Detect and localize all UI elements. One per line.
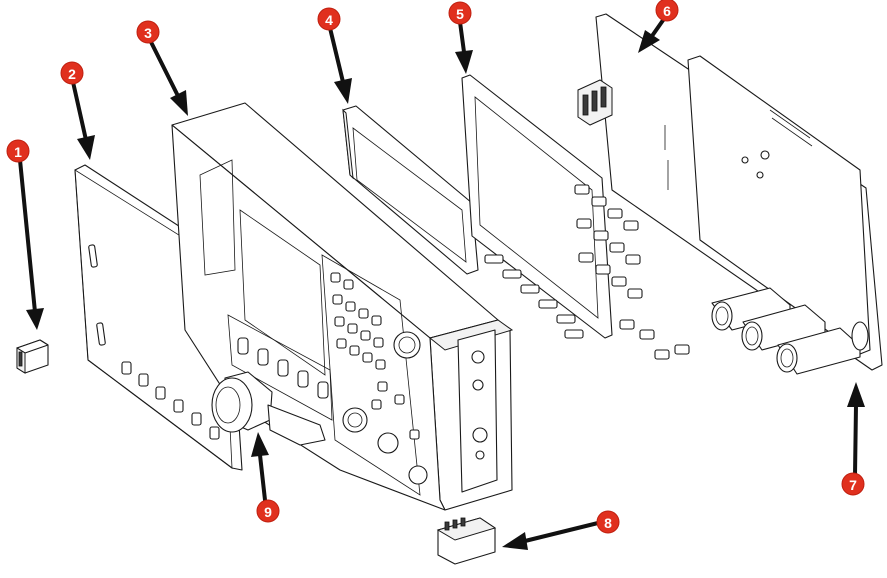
arrow-2 <box>71 80 88 142</box>
part-1-cap <box>16 339 49 374</box>
callout-1: 1 <box>6 139 30 163</box>
callout-6: 6 <box>655 0 679 22</box>
callout-8: 8 <box>596 510 620 534</box>
arrow-9 <box>258 453 267 502</box>
bnc-connectors <box>711 287 869 375</box>
svg-text:4: 4 <box>325 12 333 28</box>
callout-2: 2 <box>60 61 84 85</box>
part-4-display-panel <box>342 105 479 275</box>
arrow-7 <box>853 403 858 477</box>
callout-5: 5 <box>448 1 472 25</box>
svg-text:7: 7 <box>849 477 857 493</box>
arrow-4 <box>328 26 345 84</box>
part-5-keypad-frame <box>461 74 690 360</box>
arrow-8 <box>523 521 600 543</box>
callout-7: 7 <box>841 472 865 496</box>
part-8-foot <box>436 517 497 565</box>
part-6-circuit-board <box>577 13 883 375</box>
callout-3: 3 <box>136 20 160 44</box>
svg-text:2: 2 <box>68 66 76 82</box>
callout-4: 4 <box>317 7 341 31</box>
arrow-3 <box>148 38 180 98</box>
part-9-rotary-knob <box>211 371 326 446</box>
callout-9: 9 <box>256 499 280 523</box>
callout-arrows <box>18 14 865 550</box>
arrow-5 <box>458 20 466 54</box>
part-3-front-housing <box>171 102 514 511</box>
svg-text:6: 6 <box>663 3 671 19</box>
svg-text:9: 9 <box>264 504 272 520</box>
arrow-1 <box>18 158 37 314</box>
svg-text:8: 8 <box>604 515 612 531</box>
svg-text:3: 3 <box>144 25 152 41</box>
svg-text:5: 5 <box>456 6 464 22</box>
svg-text:1: 1 <box>14 144 22 160</box>
